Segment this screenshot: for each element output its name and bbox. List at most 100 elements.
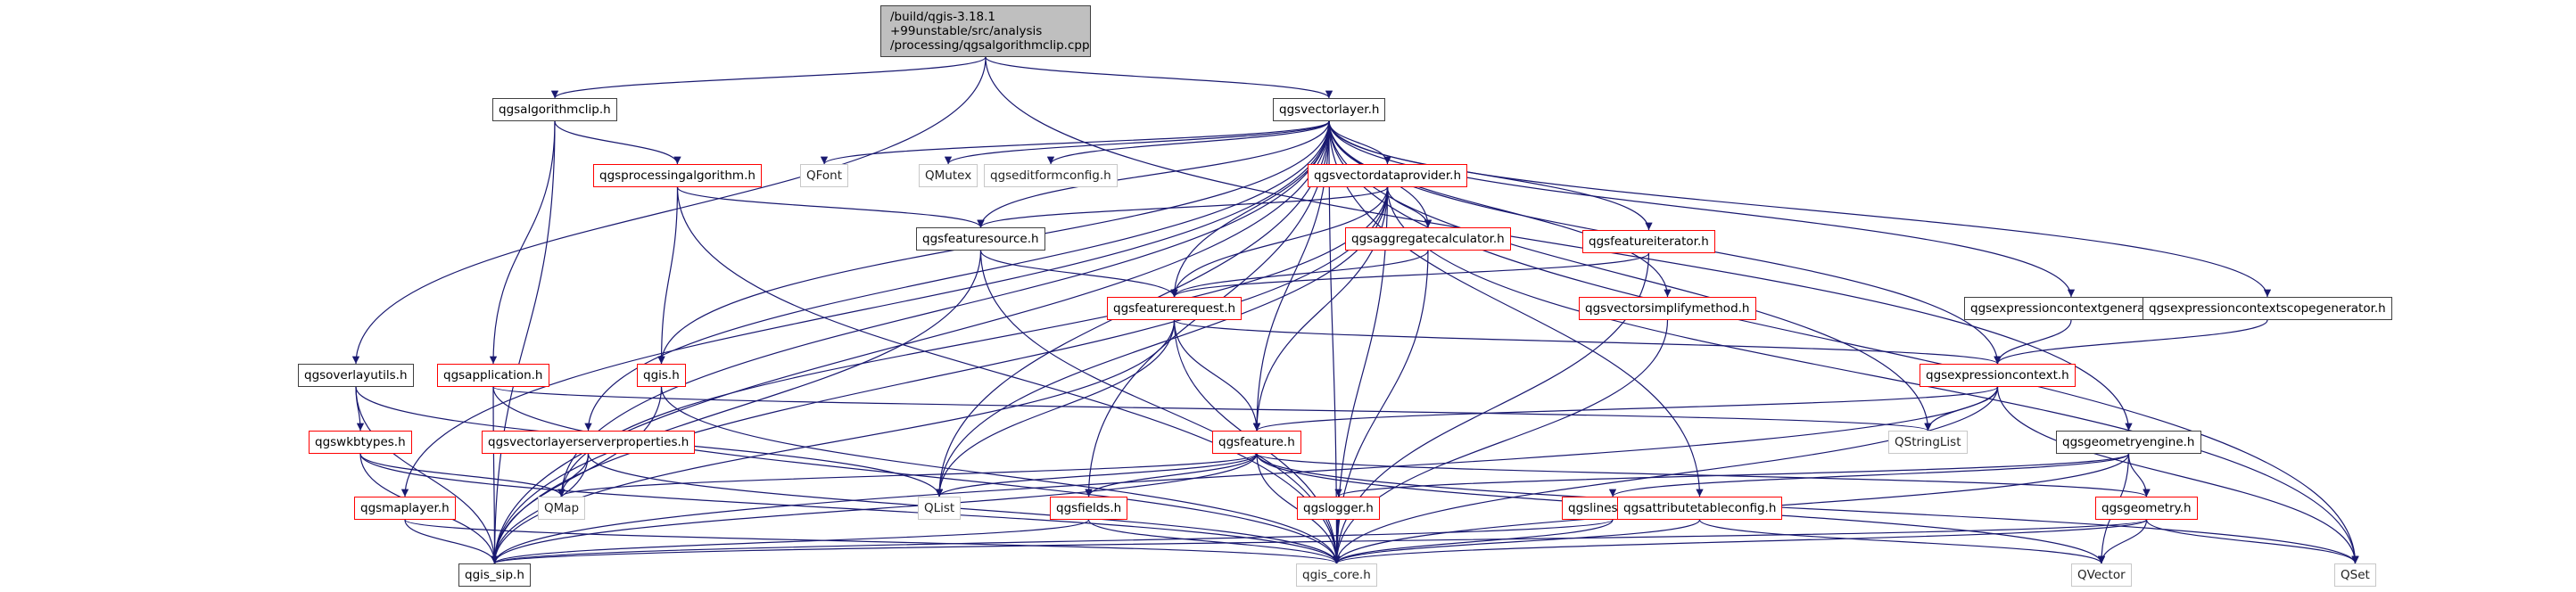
edge-qgsfeature-to-QSet bbox=[1256, 453, 2359, 564]
edge-qgsfeature-to-qgsfields bbox=[1085, 453, 1258, 497]
edge-qgsfeaturesource-to-qgsfeaturerequest bbox=[979, 250, 1178, 298]
edge-qgsexpressioncontext-to-QSet bbox=[1996, 386, 2359, 564]
node-qgsalgorithmclip[interactable]: qgsalgorithmclip.h bbox=[492, 98, 617, 121]
edge-qgslinestring-to-qgis_core bbox=[1333, 519, 1614, 564]
edge-qgsgeometryengine-to-qgslogger bbox=[1334, 453, 2130, 497]
node-qfont: QFont bbox=[800, 164, 849, 187]
edge-root-to-qgsalgorithmclip bbox=[550, 56, 987, 99]
node-qset: QSet bbox=[2334, 563, 2376, 587]
edge-root-to-qgsvectorlayer bbox=[985, 56, 1333, 99]
edge-qgsfeature-to-qgis_sip bbox=[491, 453, 1258, 564]
edge-qgsfeature-to-QList bbox=[935, 453, 1258, 497]
edge-qgsgeometry-to-QVector bbox=[2097, 519, 2148, 564]
edge-qgsexpressioncontext-to-qgis_core bbox=[1333, 386, 1999, 564]
node-qgsprocessingalgorithm[interactable]: qgsprocessingalgorithm.h bbox=[593, 164, 762, 187]
node-qgsvectordataprovider[interactable]: qgsvectordataprovider.h bbox=[1308, 164, 1468, 187]
root-line-1: /build/qgis-3.18.1 bbox=[890, 10, 996, 24]
edge-root-to-qgsgeometryengine bbox=[985, 56, 2133, 432]
edge-qgsvectorlayer-to-qgsvectordataprovider bbox=[1328, 120, 1391, 165]
edge-qgsvectorlayer-to-qgsfeaturesource bbox=[977, 120, 1330, 228]
edge-qgsprocessingalgorithm-to-qgis_core bbox=[676, 186, 1341, 564]
node-qgseditformconfig: qgseditformconfig.h bbox=[984, 164, 1118, 187]
node-qgsgeometry[interactable]: qgsgeometry.h bbox=[2095, 497, 2198, 520]
node-qgswkbtypes[interactable]: qgswkbtypes.h bbox=[309, 431, 412, 454]
edge-qgsfeaturerequest-to-qgis_sip bbox=[491, 319, 1176, 564]
edge-qgsvectorlayer-to-QMap bbox=[557, 120, 1330, 497]
edge-qgsfeaturerequest-to-qgsfeature bbox=[1173, 319, 1261, 432]
edge-qgsgeometryengine-to-qgsgeometry bbox=[2127, 453, 2151, 497]
node-qmutex: QMutex bbox=[919, 164, 978, 187]
edge-qgsvectordataprovider-to-qgsfeaturerequest bbox=[1170, 186, 1389, 298]
node-qgsfields[interactable]: qgsfields.h bbox=[1050, 497, 1128, 520]
edge-qgsalgorithmclip-to-qgsprocessingalgorithm bbox=[554, 120, 681, 165]
edge-root-to-qgsoverlayutils bbox=[351, 56, 987, 365]
edge-qgsvectorlayerserverproperties-to-qgis_core bbox=[587, 453, 1341, 564]
node-qgsattributetableconfig[interactable]: qgsattributetableconfig.h bbox=[1617, 497, 1783, 520]
root-line-3: /processing/qgsalgorithmclip.cpp bbox=[890, 38, 1090, 53]
node-qgis-sip[interactable]: qgis_sip.h bbox=[458, 563, 531, 587]
node-qgis-core: qgis_core.h bbox=[1296, 563, 1377, 587]
edge-qgsvectorlayer-to-QFont bbox=[820, 120, 1330, 165]
node-qgsfeaturesource[interactable]: qgsfeaturesource.h bbox=[916, 227, 1045, 251]
edge-qgsalgorithmclip-to-qgis_sip bbox=[491, 120, 556, 564]
edge-qgsfeaturerequest-to-qgsexpressioncontext bbox=[1173, 319, 2002, 365]
node-qgsaggregatecalculator[interactable]: qgsaggregatecalculator.h bbox=[1345, 227, 1511, 251]
node-qgsexpressioncontextscopegenerator[interactable]: qgsexpressioncontextscopegenerator.h bbox=[2143, 297, 2392, 320]
edge-qgsprocessingalgorithm-to-qgis bbox=[657, 186, 679, 365]
edge-qgsvectorlayer-to-qgseditformconfig bbox=[1046, 120, 1330, 165]
edge-qgsgeometry-to-qgis_sip bbox=[491, 519, 2148, 564]
node-qlist: QList bbox=[918, 497, 962, 520]
edge-qgsvectorlayer-to-qgis_sip bbox=[491, 120, 1330, 564]
edge-qgsalgorithmclip-to-qgsapplication bbox=[489, 120, 556, 365]
root-line-2: +99unstable/src/analysis bbox=[890, 24, 1043, 38]
edge-qgsfeature-to-QMap bbox=[557, 453, 1258, 497]
edge-qgsvectorlayer-to-qgsattributetableconfig bbox=[1328, 120, 1704, 497]
edge-qgsmaplayer-to-qgis_sip bbox=[404, 519, 499, 564]
edge-qgsaggregatecalculator-to-qgsfeaturerequest bbox=[1170, 250, 1429, 298]
edge-qgsexpressioncontextscopegenerator-to-qgsexpressioncontext bbox=[1994, 319, 2268, 365]
edge-qgsfeatureiterator-to-qgsfeaturerequest bbox=[1170, 252, 1650, 298]
edge-qgsvectorlayer-to-qgsexpressioncontextgenerator bbox=[1328, 120, 2076, 298]
edge-qgsfeaturesource-to-qgis_sip bbox=[491, 250, 982, 564]
edge-qgsattributetableconfig-to-qgis_core bbox=[1333, 519, 1701, 564]
edge-qgsvectordataprovider-to-qgsaggregatecalculator bbox=[1386, 186, 1432, 228]
edge-qgsvectordataprovider-to-qgis_sip bbox=[491, 186, 1389, 564]
edge-qgsvectorlayer-to-QMutex bbox=[944, 120, 1330, 165]
node-qgsvectorlayerserverproperties[interactable]: qgsvectorlayerserverproperties.h bbox=[482, 431, 696, 454]
edge-qgsvectorlayer-to-QSet bbox=[1328, 120, 2359, 564]
edge-qgsmaplayer-to-qgis_core bbox=[404, 519, 1341, 564]
edge-qgsapplication-to-qgis_sip bbox=[491, 386, 499, 564]
edge-qgsfields-to-qgis_sip bbox=[491, 519, 1090, 564]
node-qmap: QMap bbox=[538, 497, 586, 520]
node-qgsfeaturerequest[interactable]: qgsfeaturerequest.h bbox=[1107, 297, 1243, 320]
node-qgsapplication[interactable]: qgsapplication.h bbox=[437, 364, 549, 387]
edge-qgis-to-qgis_core bbox=[660, 386, 1341, 564]
edge-qgsvectorlayer-to-qgsmaplayer bbox=[400, 120, 1330, 497]
node-qgsvectorsimplifymethod[interactable]: qgsvectorsimplifymethod.h bbox=[1579, 297, 1756, 320]
edge-qgsgeometryengine-to-qgslinestring bbox=[1609, 453, 2130, 497]
edge-qgsoverlayutils-to-qgis_sip bbox=[355, 386, 499, 564]
node-qgsoverlayutils[interactable]: qgsoverlayutils.h bbox=[298, 364, 414, 387]
node-qgis[interactable]: qgis.h bbox=[637, 364, 686, 387]
node-qgsvectorlayer[interactable]: qgsvectorlayer.h bbox=[1273, 98, 1386, 121]
edge-qgsapplication-to-QStringList bbox=[492, 386, 1932, 432]
edge-qgsvectordataprovider-to-qgsfeaturesource bbox=[977, 186, 1389, 228]
node-qgsfeature[interactable]: qgsfeature.h bbox=[1212, 431, 1301, 454]
edge-qgsfields-to-qgis_core bbox=[1087, 519, 1341, 564]
edge-qgis-to-qgis_sip bbox=[491, 386, 663, 564]
node-qgsexpressioncontext[interactable]: qgsexpressioncontext.h bbox=[1920, 364, 2076, 387]
edge-qgsattributetableconfig-to-QVector bbox=[1698, 519, 2106, 564]
edge-qgsvectorlayer-to-qgis_core bbox=[1328, 120, 1341, 564]
edge-qgsprocessingalgorithm-to-qgsfeaturesource bbox=[676, 186, 985, 228]
node-qgsgeometryengine[interactable]: qgsgeometryengine.h bbox=[2056, 431, 2201, 454]
node-qvector: QVector bbox=[2071, 563, 2132, 587]
node-qgsmaplayer[interactable]: qgsmaplayer.h bbox=[354, 497, 456, 520]
edge-qgswkbtypes-to-QMap bbox=[359, 453, 566, 497]
node-qgslogger[interactable]: qgslogger.h bbox=[1297, 497, 1380, 520]
edge-qgsvectordataprovider-to-QSet bbox=[1386, 186, 2359, 564]
edge-qgsgeometry-to-qgis_core bbox=[1333, 519, 2148, 564]
edge-qgsexpressioncontext-to-qgsfeature bbox=[1253, 386, 1999, 432]
node-qgsfeatureiterator[interactable]: qgsfeatureiterator.h bbox=[1582, 230, 1715, 253]
edge-qgsfeaturerequest-to-QList bbox=[935, 319, 1176, 497]
